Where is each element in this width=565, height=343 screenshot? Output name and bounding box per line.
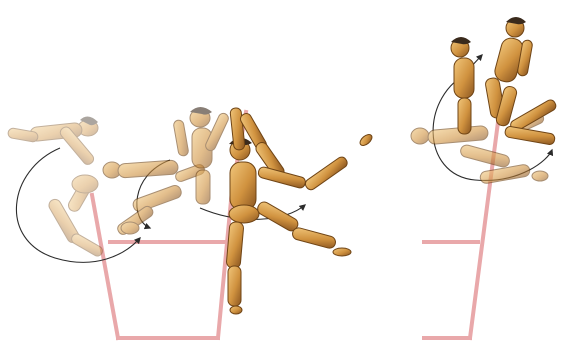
mannequin-right-front (451, 17, 558, 145)
mannequin-main (226, 107, 374, 314)
mannequin-ghost-2 (103, 160, 206, 236)
mannequin-ghost-1 (7, 116, 104, 257)
left-rail-structure (92, 112, 246, 338)
mannequin-ghost-3 (173, 107, 230, 204)
